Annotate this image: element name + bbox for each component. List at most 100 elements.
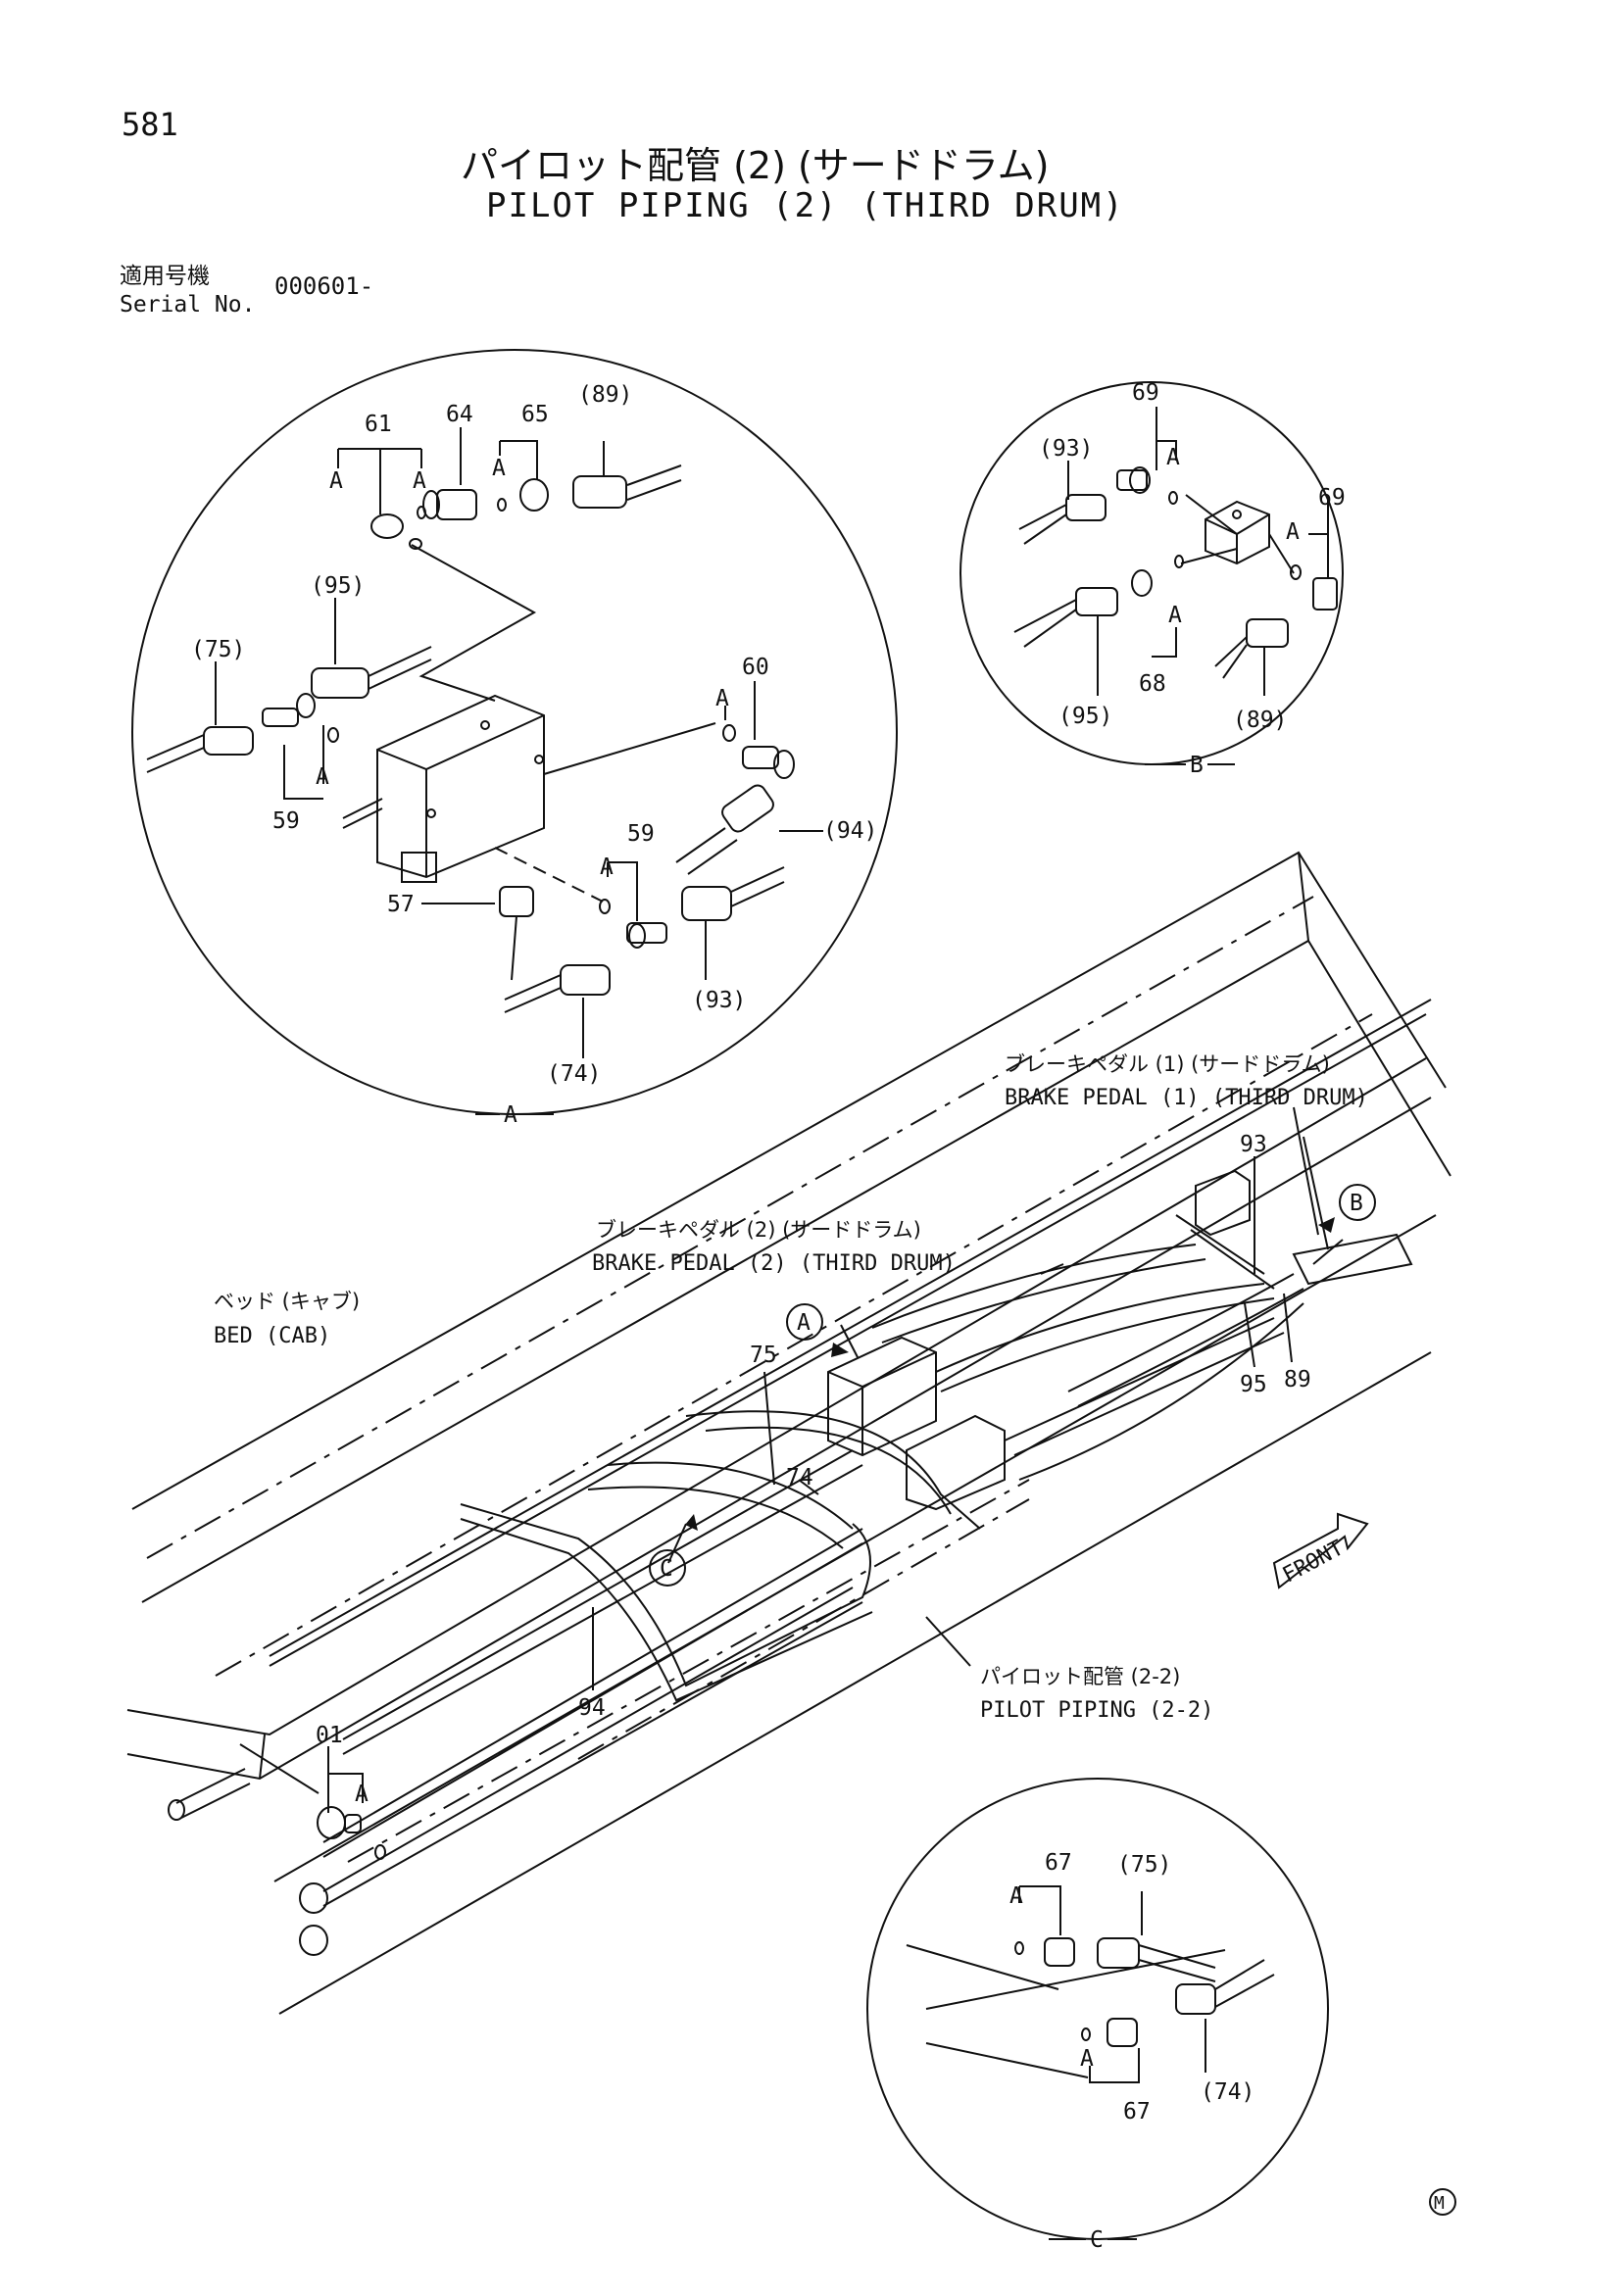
detail-b-part-label: (93) bbox=[1039, 436, 1093, 462]
hose-93-b-drawing bbox=[1018, 494, 1107, 545]
detail-a-o-ring-mark: A bbox=[316, 764, 329, 790]
detail-a-part-label: 59 bbox=[272, 808, 300, 834]
footer-m-mark: M bbox=[1434, 2193, 1445, 2214]
detail-a-o-ring-mark: A bbox=[329, 468, 343, 494]
detail-b-o-ring-mark: A bbox=[1168, 603, 1182, 628]
detail-a-part-label: 61 bbox=[365, 412, 392, 437]
main-part-label: 75 bbox=[750, 1343, 777, 1368]
brake-pedal-1-label-jp: ブレーキペダル (1) (サードドラム) bbox=[1005, 1052, 1330, 1076]
detail-a-part-label: (94) bbox=[823, 818, 877, 844]
detail-c-part-label: 67 bbox=[1045, 1850, 1072, 1876]
detail-a-part-label: 57 bbox=[387, 892, 415, 917]
main-o-ring-mark: A bbox=[355, 1782, 369, 1807]
footer-m-mark-circle bbox=[1429, 2188, 1456, 2216]
detail-c-part-label: 67 bbox=[1123, 2099, 1151, 2125]
detail-c-part-label: (75) bbox=[1117, 1852, 1171, 1878]
serial-number-value: 000601- bbox=[274, 272, 374, 300]
fitting-68-drawing bbox=[1131, 555, 1184, 597]
detail-a-o-ring-mark: A bbox=[600, 855, 614, 880]
detail-a-part-label: 59 bbox=[627, 821, 655, 847]
valve-block-drawing bbox=[342, 694, 545, 883]
detail-b-part-label: 69 bbox=[1132, 380, 1159, 406]
detail-b-part-label: (95) bbox=[1058, 704, 1112, 729]
pilot-piping-2-2-label-jp: パイロット配管 (2-2) bbox=[980, 1665, 1180, 1688]
elbow-59-upper-drawing bbox=[262, 693, 339, 743]
main-part-label: 89 bbox=[1284, 1367, 1311, 1392]
detail-a-o-ring-mark: A bbox=[715, 686, 729, 711]
fitting-01-drawing bbox=[317, 1806, 386, 1860]
view-marker-a-circle bbox=[786, 1303, 823, 1341]
brake-pedal-2-label-en: BRAKE PEDAL (2) (THIRD DRUM) bbox=[592, 1251, 956, 1276]
view-marker-c: C bbox=[660, 1556, 673, 1582]
hose-74-c-drawing bbox=[1175, 1959, 1275, 2015]
detail-a-part-label: 64 bbox=[446, 402, 473, 427]
view-marker-b: B bbox=[1350, 1191, 1363, 1216]
hose-75-drawing bbox=[146, 726, 254, 773]
brake-pedal-1-drawing bbox=[1195, 1169, 1413, 1286]
fitting-65-drawing bbox=[497, 478, 549, 512]
detail-a-circle bbox=[131, 349, 898, 1115]
detail-c-o-ring-mark: A bbox=[1009, 1883, 1023, 1909]
main-part-label: 93 bbox=[1240, 1132, 1267, 1157]
pilot-piping-2-2-label-en: PILOT PIPING (2-2) bbox=[980, 1698, 1213, 1723]
main-part-label: 01 bbox=[316, 1723, 343, 1748]
hose-94-drawing bbox=[675, 784, 774, 875]
detail-b-part-label: 68 bbox=[1139, 671, 1166, 697]
main-part-label: 95 bbox=[1240, 1372, 1267, 1397]
detail-c-part-label: (74) bbox=[1201, 2079, 1254, 2105]
detail-c-circle bbox=[866, 1778, 1329, 2240]
fitting-64-drawing bbox=[417, 489, 477, 520]
page-number: 581 bbox=[122, 106, 178, 143]
brake-pedal-1-label-en: BRAKE PEDAL (1) (THIRD DRUM) bbox=[1005, 1086, 1368, 1110]
fitting-69-upper-drawing bbox=[1116, 466, 1178, 505]
hose-74-drawing bbox=[504, 964, 611, 1013]
main-assembly-view bbox=[126, 851, 1451, 2015]
hose-89-b-drawing bbox=[1214, 618, 1289, 679]
detail-a-o-ring-mark: A bbox=[492, 456, 506, 481]
brake-pedal-2-label-jp: ブレーキペダル (2) (サードドラム) bbox=[596, 1218, 921, 1242]
detail-b-o-ring-mark: A bbox=[1286, 519, 1300, 545]
detail-b-part-label: 69 bbox=[1318, 485, 1346, 511]
fitting-69-lower-drawing bbox=[1290, 564, 1338, 611]
detail-c-o-ring-mark: A bbox=[1080, 2046, 1094, 2072]
fitting-67-lower-drawing bbox=[1081, 2018, 1138, 2047]
hose-95-b-drawing bbox=[1013, 587, 1118, 648]
detail-b-circle-label: B bbox=[1190, 753, 1204, 778]
detail-c bbox=[866, 1778, 1329, 2240]
view-marker-c-circle bbox=[649, 1549, 686, 1587]
detail-c-circle-label: C bbox=[1090, 2227, 1104, 2253]
applicable-model-label: 適用号機 bbox=[120, 264, 210, 289]
front-label: FRONT bbox=[1279, 1536, 1348, 1588]
elbow-60-drawing bbox=[722, 724, 795, 779]
page-title-japanese: パイロット配管 (2) (サードドラム) bbox=[461, 144, 1050, 187]
detail-a-part-label: 60 bbox=[742, 655, 769, 680]
hose-95-drawing bbox=[311, 646, 432, 699]
serial-number-label: Serial No. bbox=[120, 292, 256, 318]
fitting-61-drawing bbox=[370, 513, 422, 550]
page-title-english: PILOT PIPING (2) (THIRD DRUM) bbox=[486, 186, 1125, 225]
hose-89-drawing bbox=[572, 464, 682, 509]
detail-a-part-label: (89) bbox=[578, 382, 632, 408]
hose-75-c-drawing bbox=[1097, 1937, 1216, 1982]
detail-a-part-label: 65 bbox=[521, 402, 549, 427]
detail-a-part-label: (74) bbox=[547, 1061, 601, 1087]
detail-a-part-label: (95) bbox=[311, 573, 365, 599]
bed-cab-label-jp: ベッド (キャブ) bbox=[214, 1290, 360, 1313]
detail-b-part-label: (89) bbox=[1233, 708, 1287, 733]
detail-a-o-ring-mark: A bbox=[413, 468, 426, 494]
view-marker-a: A bbox=[797, 1310, 811, 1336]
elbow-59-lower-drawing bbox=[599, 899, 667, 949]
main-part-label: 94 bbox=[578, 1695, 606, 1721]
sensor-57-drawing bbox=[499, 886, 534, 981]
detail-a bbox=[131, 349, 898, 1115]
fitting-67-upper-drawing bbox=[1014, 1937, 1075, 1967]
bed-cab-label-en: BED (CAB) bbox=[214, 1324, 330, 1348]
detail-a-part-label: (93) bbox=[692, 988, 746, 1013]
detail-a-part-label: (75) bbox=[191, 637, 245, 662]
brake-pedal-2-drawing bbox=[827, 1336, 1006, 1511]
hose-93-drawing bbox=[681, 866, 785, 921]
main-part-label: 74 bbox=[786, 1465, 813, 1490]
detail-a-circle-label: A bbox=[504, 1102, 517, 1128]
detail-b-o-ring-mark: A bbox=[1166, 445, 1180, 470]
